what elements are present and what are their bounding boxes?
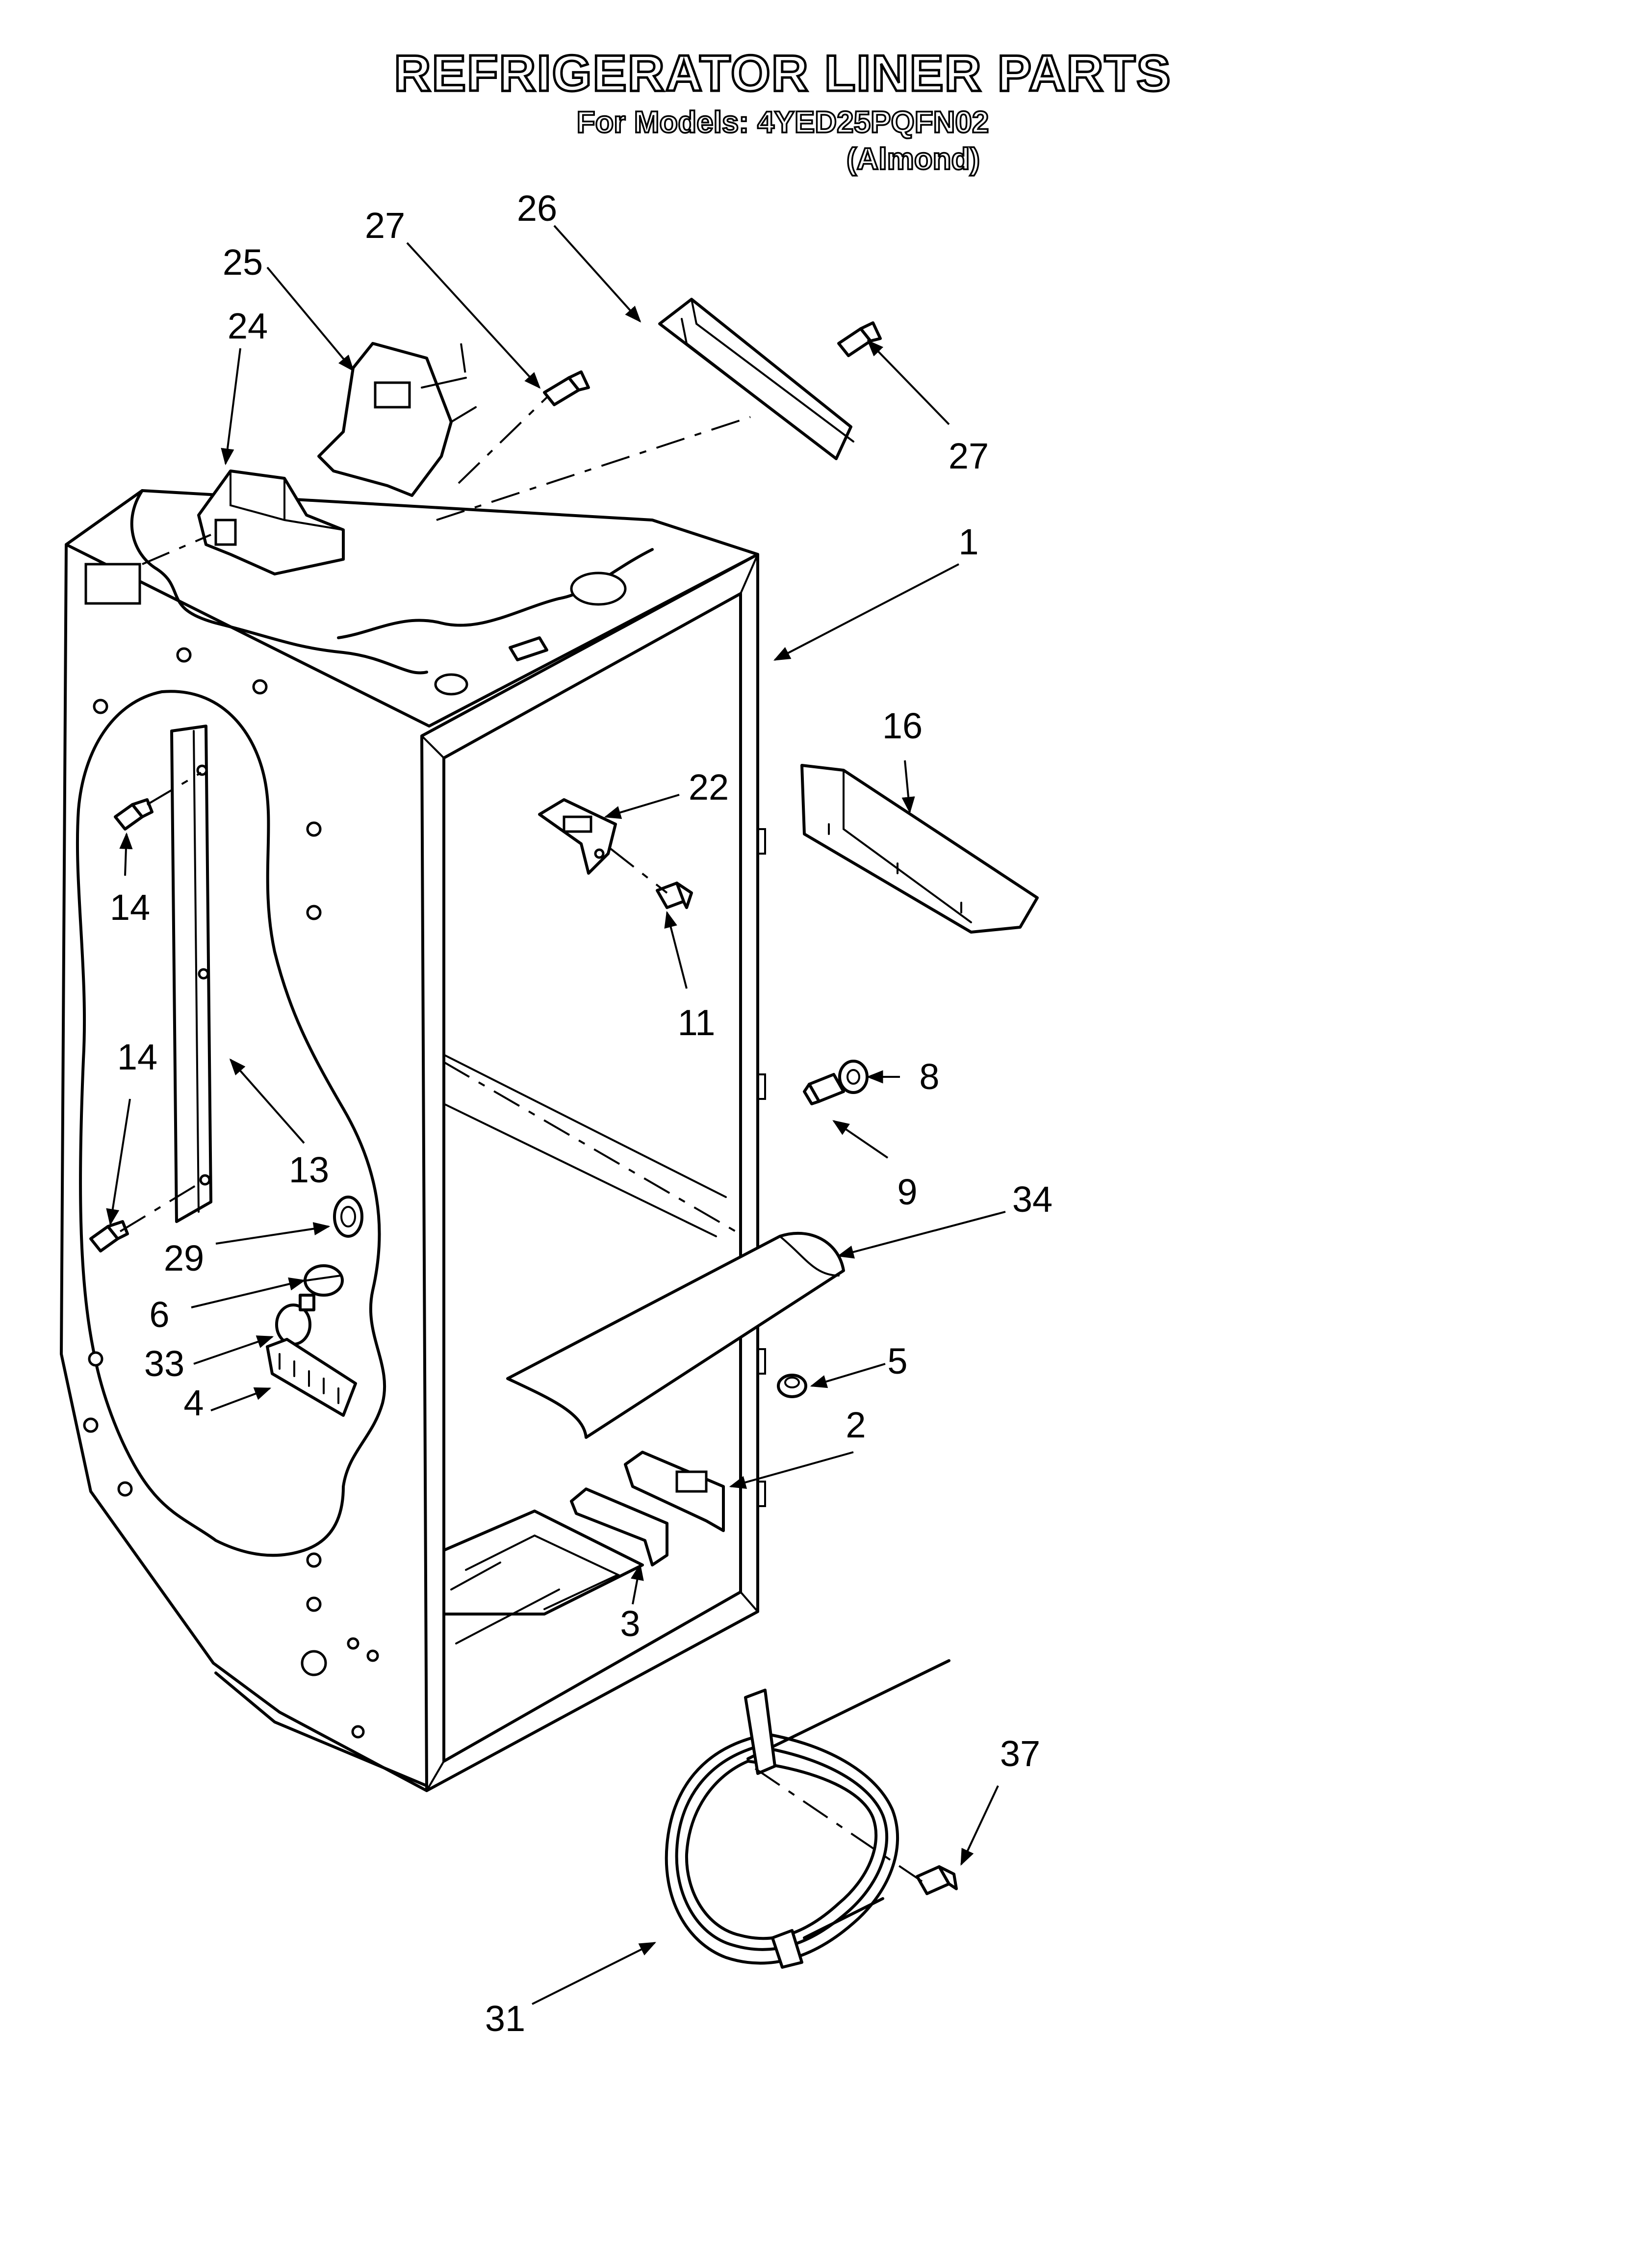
callout-34: 34 bbox=[1012, 1179, 1052, 1220]
light-socket-29 bbox=[333, 1196, 363, 1238]
callout-22: 22 bbox=[689, 767, 729, 808]
bracket-3 bbox=[570, 1487, 668, 1566]
callout-6: 6 bbox=[149, 1294, 169, 1335]
pin-8 bbox=[838, 1060, 869, 1094]
callout-9: 9 bbox=[897, 1172, 917, 1212]
screw-27b bbox=[837, 321, 882, 357]
screw-14b bbox=[89, 1220, 129, 1252]
light-shield-4 bbox=[266, 1338, 357, 1417]
callout-13: 13 bbox=[289, 1149, 329, 1190]
callout-27-top-right: 27 bbox=[949, 436, 989, 476]
diagram-title: REFRIGERATOR LINER PARTS bbox=[394, 45, 1172, 102]
top-track bbox=[658, 298, 854, 460]
bracket-2 bbox=[624, 1451, 725, 1532]
callout-14-upper: 14 bbox=[110, 887, 150, 928]
callout-8: 8 bbox=[919, 1056, 939, 1097]
switch-6 bbox=[304, 1264, 344, 1297]
screw-37 bbox=[916, 1865, 958, 1895]
water-tube-coil bbox=[665, 1659, 950, 1969]
liner-cabinet bbox=[60, 489, 766, 1792]
callout-2: 2 bbox=[846, 1405, 866, 1445]
callout-1: 1 bbox=[958, 521, 978, 562]
callout-27-top-left: 27 bbox=[365, 205, 405, 246]
callout-14-lower: 14 bbox=[117, 1037, 157, 1077]
bracket-22 bbox=[538, 798, 617, 875]
callout-4: 4 bbox=[183, 1382, 204, 1423]
callout-5: 5 bbox=[887, 1341, 907, 1382]
shelf-support bbox=[800, 764, 1039, 934]
callout-31: 31 bbox=[485, 1998, 525, 2039]
channel-cover bbox=[506, 1231, 845, 1439]
callout-11: 11 bbox=[678, 1002, 716, 1043]
leader-lines bbox=[106, 225, 1006, 2005]
callout-16: 16 bbox=[882, 705, 923, 746]
color-line: (Almond) bbox=[847, 142, 980, 176]
models-line: For Models: 4YED25PQFN02 bbox=[577, 105, 989, 139]
callout-26: 26 bbox=[517, 188, 557, 229]
callout-29: 29 bbox=[164, 1238, 204, 1278]
screw-14a bbox=[114, 798, 154, 831]
callout-3: 3 bbox=[620, 1603, 640, 1644]
bulb-33 bbox=[275, 1294, 315, 1346]
callout-25: 25 bbox=[223, 242, 263, 283]
callout-37: 37 bbox=[1000, 1733, 1040, 1774]
alignment-lines bbox=[119, 343, 923, 1882]
screw-11 bbox=[656, 882, 693, 909]
control-housing bbox=[197, 469, 345, 575]
callout-33: 33 bbox=[144, 1343, 184, 1384]
housing-bracket bbox=[317, 342, 477, 497]
callout-24: 24 bbox=[228, 306, 268, 346]
callout-labels: 27 26 25 24 27 1 16 22 11 14 14 13 8 9 3… bbox=[110, 188, 1052, 2039]
plug-5 bbox=[777, 1374, 807, 1398]
screw-27a bbox=[543, 370, 590, 406]
screw-9 bbox=[803, 1073, 845, 1105]
vertical-channel bbox=[170, 725, 212, 1223]
